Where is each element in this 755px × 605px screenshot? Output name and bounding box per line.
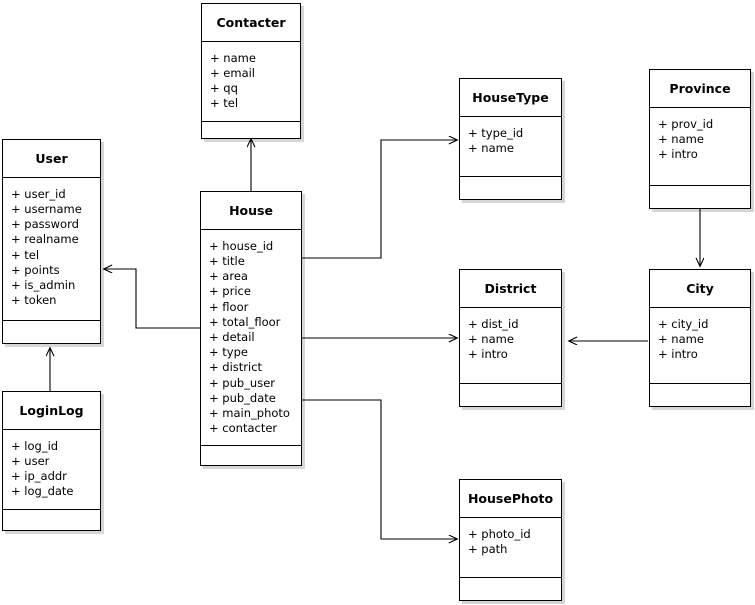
class-box-house[interactable]: House + house_id + title + area + price … — [200, 191, 302, 466]
class-operations-housetype — [460, 177, 561, 199]
attribute-row: + detail — [209, 329, 255, 344]
class-attributes-contacter: + name + email + qq + tel — [202, 42, 300, 122]
attribute-row: + password — [11, 217, 79, 232]
class-operations-house — [201, 446, 301, 468]
class-attributes-housetype: + type_id + name — [460, 117, 561, 177]
attribute-row: + log_id — [11, 438, 59, 453]
class-attributes-district: + dist_id + name + intro — [460, 308, 561, 384]
attribute-row: + city_id — [658, 316, 709, 331]
class-operations-province — [650, 186, 750, 208]
attribute-row: + name — [658, 131, 704, 146]
class-operations-city — [650, 384, 750, 406]
attribute-row: + is_admin — [11, 277, 76, 292]
attribute-row: + ip_addr — [11, 469, 67, 484]
attribute-row: + log_date — [11, 484, 74, 499]
attribute-row: + dist_id — [468, 316, 519, 331]
class-attributes-loginlog: + log_id + user + ip_addr + log_date — [3, 430, 100, 510]
attribute-row: + prov_id — [658, 116, 714, 131]
class-title-loginlog: LoginLog — [3, 392, 100, 430]
class-operations-loginlog — [3, 510, 100, 532]
class-title-house: House — [201, 192, 301, 230]
attribute-row: + path — [468, 541, 508, 556]
attribute-row: + username — [11, 201, 82, 216]
attribute-row: + email — [210, 65, 256, 80]
attribute-row: + house_id — [209, 238, 274, 253]
attribute-row: + user — [11, 453, 50, 468]
class-title-contacter: Contacter — [202, 4, 300, 42]
attribute-row: + main_photo — [209, 405, 290, 420]
attribute-row: + pub_date — [209, 390, 276, 405]
attribute-row: + floor — [209, 299, 249, 314]
class-operations-user — [3, 321, 100, 343]
class-title-province: Province — [650, 70, 750, 108]
attribute-row: + tel — [210, 96, 239, 111]
attribute-row: + intro — [468, 347, 508, 362]
attribute-row: + contacter — [209, 421, 278, 436]
attribute-row: + name — [210, 50, 256, 65]
attribute-row: + realname — [11, 232, 79, 247]
class-box-province[interactable]: Province + prov_id + name + intro — [649, 69, 751, 209]
class-title-housetype: HouseType — [460, 79, 561, 117]
class-box-city[interactable]: City + city_id + name + intro — [649, 269, 751, 407]
class-title-user: User — [3, 140, 100, 178]
attribute-row: + token — [11, 293, 57, 308]
class-box-housetype[interactable]: HouseType + type_id + name — [459, 78, 562, 200]
edge-house-to-housephoto — [302, 399, 457, 539]
attribute-row: + district — [209, 360, 263, 375]
attribute-row: + intro — [658, 347, 698, 362]
class-box-district[interactable]: District + dist_id + name + intro — [459, 269, 562, 407]
attribute-row: + area — [209, 269, 248, 284]
attribute-row: + points — [11, 262, 60, 277]
attribute-row: + pub_user — [209, 375, 276, 390]
attribute-row: + title — [209, 253, 245, 268]
class-attributes-housephoto: + photo_id + path — [460, 518, 561, 578]
attribute-row: + user_id — [11, 186, 66, 201]
class-attributes-user: + user_id + username + password + realna… — [3, 178, 100, 321]
class-attributes-province: + prov_id + name + intro — [650, 108, 750, 186]
edge-house-to-user — [104, 269, 200, 329]
attribute-row: + name — [658, 331, 704, 346]
class-title-district: District — [460, 270, 561, 308]
edge-house-to-housetype — [302, 140, 457, 259]
class-title-city: City — [650, 270, 750, 308]
attribute-row: + name — [468, 331, 514, 346]
class-box-user[interactable]: User + user_id + username + password + r… — [2, 139, 101, 344]
attribute-row: + name — [468, 140, 514, 155]
class-attributes-house: + house_id + title + area + price + floo… — [201, 230, 301, 447]
class-box-contacter[interactable]: Contacter + name + email + qq + tel — [201, 3, 301, 139]
attribute-row: + total_floor — [209, 314, 281, 329]
class-attributes-city: + city_id + name + intro — [650, 308, 750, 384]
class-box-housephoto[interactable]: HousePhoto + photo_id + path — [459, 479, 562, 601]
attribute-row: + type — [209, 345, 248, 360]
attribute-row: + intro — [658, 147, 698, 162]
attribute-row: + tel — [11, 247, 40, 262]
class-operations-district — [460, 384, 561, 406]
class-box-loginlog[interactable]: LoginLog + log_id + user + ip_addr + log… — [2, 391, 101, 531]
class-operations-contacter — [202, 122, 300, 144]
attribute-row: + photo_id — [468, 526, 531, 541]
attribute-row: + price — [209, 284, 251, 299]
class-title-housephoto: HousePhoto — [460, 480, 561, 518]
class-operations-housephoto — [460, 578, 561, 600]
attribute-row: + type_id — [468, 125, 524, 140]
attribute-row: + qq — [210, 81, 238, 96]
